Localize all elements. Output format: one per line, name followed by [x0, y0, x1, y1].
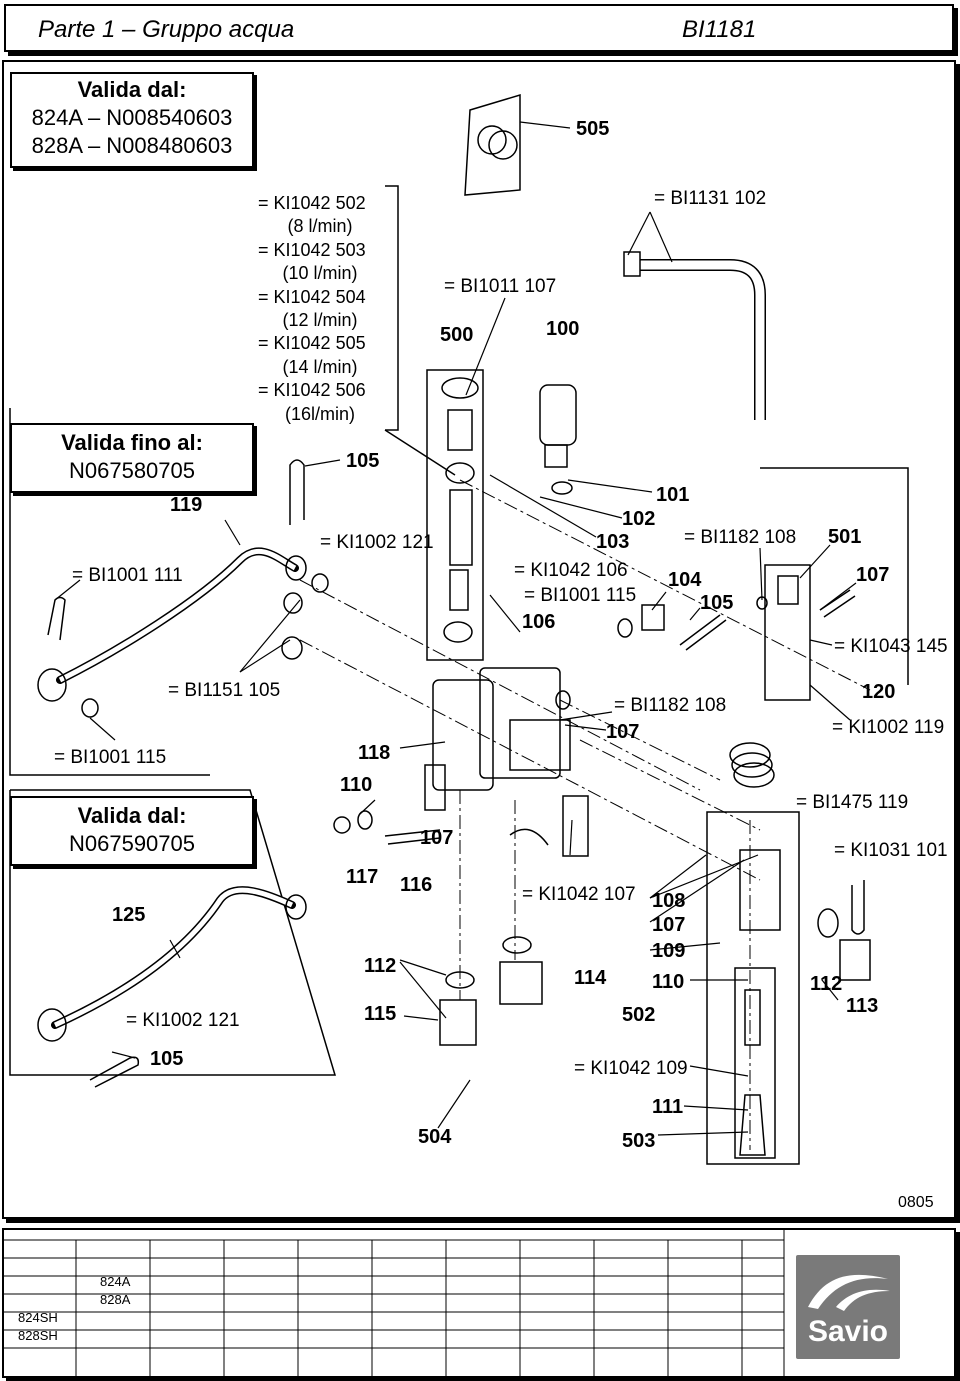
validity-line: N067590705 — [68, 831, 195, 856]
validity-box-from-2: Valida dal: N067590705 — [10, 796, 254, 866]
part-number: 110 — [340, 774, 373, 796]
table-cell: 824SH — [18, 1310, 58, 1325]
table-grid — [4, 1230, 785, 1376]
diagram-frame — [2, 60, 956, 1219]
axis-line — [579, 739, 761, 831]
part-number: 105 — [346, 450, 380, 472]
wave-icon — [808, 1274, 890, 1311]
ref-label: = KI1042 106 — [514, 560, 628, 581]
part-number: 505 — [576, 118, 610, 140]
ref-label: = BI1001 115 — [54, 747, 167, 768]
flow-item: = KI1042 504 — [258, 286, 366, 307]
part-number: 114 — [574, 967, 607, 989]
part-number: 107 — [652, 914, 686, 936]
validity-box-from: Valida dal: 824A – N008540603 828A – N00… — [10, 72, 254, 168]
part-number: 102 — [622, 508, 656, 530]
part-number: 101 — [656, 484, 690, 506]
ref-label: = BI1131 102 — [654, 188, 767, 209]
brand-name: Savio — [807, 1315, 889, 1348]
ref-label: = BI1011 107 — [444, 276, 557, 297]
part-503-frame — [734, 967, 776, 1159]
part-number: 504 — [418, 1126, 452, 1148]
flow-item: = KI1042 502 — [258, 193, 366, 213]
validity-title: Valida dal: — [77, 803, 187, 828]
flow-rate-list: = KI1042 502 (8 l/min) = KI1042 503 (10 … — [258, 192, 382, 426]
ref-label: = BI1182 108 — [614, 695, 727, 716]
table-cell: 828A — [100, 1292, 131, 1307]
savio-logo: Savio — [796, 1255, 900, 1359]
part-number: 115 — [364, 1003, 397, 1025]
part-number: 108 — [652, 890, 686, 912]
part-number: 112 — [364, 955, 397, 977]
ref-label: = KI1042 109 — [574, 1058, 688, 1079]
part-number: 503 — [622, 1130, 656, 1152]
flow-item: (8 l/min) — [287, 216, 353, 237]
validity-line: 828A – N008480603 — [31, 133, 233, 158]
part-number: 119 — [170, 494, 203, 516]
ref-label: = KI1002 121 — [320, 532, 434, 553]
axis-line — [299, 579, 701, 791]
flow-item: (12 l/min) — [282, 310, 358, 331]
part-number: 500 — [440, 324, 474, 346]
validity-title: Valida dal: — [77, 77, 187, 102]
page-title: Parte 1 – Gruppo acqua — [38, 16, 295, 43]
flow-item: (10 l/min) — [282, 263, 358, 284]
part-number: 104 — [668, 569, 702, 591]
table-cell: 824A — [100, 1274, 131, 1289]
flow-item: = KI1042 503 — [258, 239, 366, 260]
flow-list-bracket — [385, 185, 399, 431]
part-number: 105 — [150, 1048, 184, 1070]
revision-code: 0805 — [898, 1194, 934, 1211]
validity-title: Valida fino al: — [61, 430, 203, 455]
part-number: 100 — [546, 318, 580, 340]
ref-label: = KI1002 119 — [832, 717, 945, 738]
part-number: 106 — [522, 611, 556, 633]
flow-item: = KI1042 506 — [258, 380, 366, 401]
part-number: 120 — [862, 681, 896, 703]
ref-label: = BI1001 115 — [524, 585, 637, 606]
flow-item: (16l/min) — [284, 403, 355, 424]
part-number: 118 — [358, 742, 391, 764]
diagram-code: BI1181 — [682, 16, 757, 43]
part-number: 502 — [622, 1004, 656, 1026]
axis-line — [459, 479, 871, 691]
flow-item: = KI1042 505 — [258, 333, 366, 354]
part-500-frame — [426, 369, 484, 661]
validity-box-until: Valida fino al: N067580705 — [10, 423, 254, 493]
table-cell: 828SH — [18, 1328, 58, 1343]
ref-label: = KI1042 107 — [522, 884, 636, 905]
part-number: 107 — [856, 564, 890, 586]
ref-label: = BI1001 111 — [72, 565, 183, 586]
validity-line: N067580705 — [68, 458, 195, 483]
axis-line — [559, 699, 721, 781]
part-number: 111 — [652, 1096, 684, 1118]
part-number: 107 — [606, 721, 640, 743]
part-number: 107 — [420, 827, 454, 849]
ref-label: = KI1043 145 — [834, 636, 948, 657]
validity-line: 824A – N008540603 — [31, 105, 233, 130]
ref-label: = KI1002 121 — [126, 1010, 240, 1031]
part-number: 501 — [828, 526, 862, 548]
ref-label: = BI1182 108 — [684, 527, 797, 548]
ref-label: = BI1151 105 — [168, 680, 281, 701]
part-502-frame — [706, 811, 800, 1165]
part-number: 105 — [700, 592, 734, 614]
flow-item: (14 l/min) — [282, 356, 358, 377]
ref-label: = BI1475 119 — [796, 792, 909, 813]
part-number: 116 — [400, 874, 433, 896]
part-number: 103 — [596, 531, 630, 553]
part-number: 112 — [810, 973, 843, 995]
part-number: 113 — [846, 995, 879, 1017]
part-120-frame — [764, 564, 811, 701]
axis-line — [299, 639, 761, 881]
page-header: Parte 1 – Gruppo acqua BI1181 — [4, 4, 954, 52]
part-number: 110 — [652, 971, 685, 993]
part-number: 125 — [112, 904, 146, 926]
part-number: 109 — [652, 940, 686, 962]
part-number: 117 — [346, 866, 379, 888]
ref-label: = KI1031 101 — [834, 840, 948, 861]
